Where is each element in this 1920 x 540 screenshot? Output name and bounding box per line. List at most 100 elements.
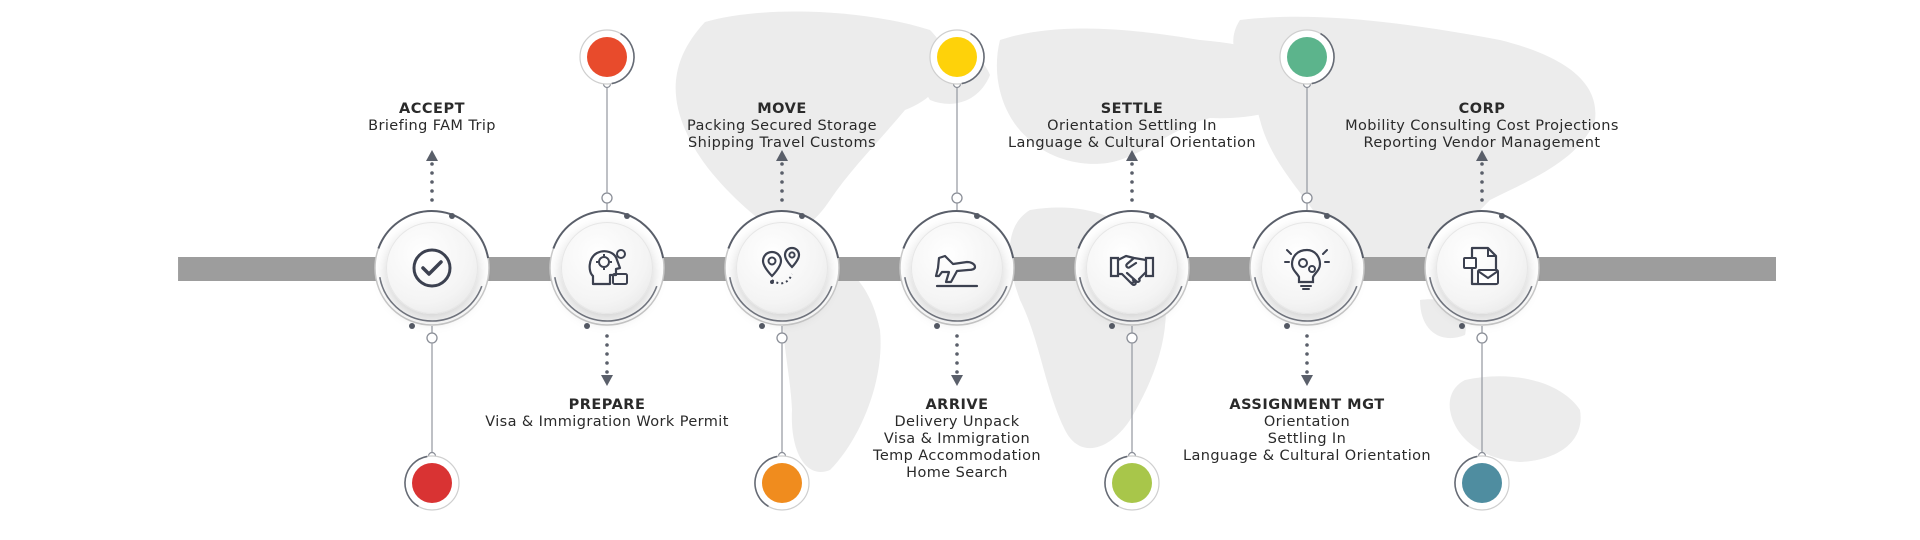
connector-node xyxy=(601,192,613,204)
stage-node-move xyxy=(736,222,828,314)
node-ring-arc xyxy=(1429,277,1533,322)
node-ring-arc xyxy=(554,277,658,322)
node-ring-arc xyxy=(1254,277,1358,322)
stage-node-prepare xyxy=(561,222,653,314)
arrow-dot xyxy=(1480,198,1484,202)
arrow-dot xyxy=(1130,198,1134,202)
arrow-dot xyxy=(955,370,959,374)
arrow-dot xyxy=(430,198,434,202)
arrow-dot xyxy=(1130,171,1134,175)
node-ring-arc xyxy=(904,277,1008,322)
arrow-dot xyxy=(605,343,609,347)
arrow-dot xyxy=(955,343,959,347)
colored-dot xyxy=(1462,463,1502,503)
colored-dot xyxy=(762,463,802,503)
connector-node xyxy=(951,192,963,204)
stage-node-corp xyxy=(1436,222,1528,314)
node-ring-arc xyxy=(902,210,1015,259)
ring-marker xyxy=(934,323,940,329)
arrow-dot xyxy=(605,334,609,338)
connector-node xyxy=(1126,332,1138,344)
dot-halo-arc xyxy=(754,455,778,508)
lightbulb-gears-icon xyxy=(1284,248,1330,290)
stage-node-settle xyxy=(1086,222,1178,314)
arrow-dot xyxy=(1480,180,1484,184)
arrow-dot xyxy=(1480,171,1484,175)
stage-node-assignment-mgt xyxy=(1261,222,1353,314)
stage-title: ASSIGNMENT MGT xyxy=(1229,397,1385,413)
arrow-dot xyxy=(430,171,434,175)
arrow-dot xyxy=(430,180,434,184)
node-ring-arc xyxy=(1079,277,1183,322)
ring-marker xyxy=(1459,323,1465,329)
arrow-dot xyxy=(1305,361,1309,365)
arrow-dot xyxy=(1130,162,1134,166)
arrow-dot xyxy=(430,162,434,166)
arrow-head xyxy=(1301,375,1313,386)
arrow-dot xyxy=(780,189,784,193)
stage-node-arrive xyxy=(911,222,1003,314)
stage-description: Visa & Immigration Work Permit xyxy=(485,414,729,430)
stage-title: ACCEPT xyxy=(399,101,465,117)
documents-icon xyxy=(1463,246,1499,286)
arrow-dot xyxy=(780,171,784,175)
node-ring-arc xyxy=(729,277,833,322)
arrow-dot xyxy=(1480,189,1484,193)
stage-title: CORP xyxy=(1458,101,1506,117)
ring-marker xyxy=(799,213,805,219)
node-ring-arc xyxy=(727,210,840,259)
stage-description: Packing Secured Storage Shipping Travel … xyxy=(687,118,877,151)
dot-halo-arc xyxy=(1454,455,1478,508)
node-ring-arc xyxy=(1427,210,1540,259)
ring-marker xyxy=(1109,323,1115,329)
arrow-dot xyxy=(1305,334,1309,338)
stage-description: Delivery Unpack Visa & Immigration Temp … xyxy=(873,414,1041,481)
ring-marker xyxy=(759,323,765,329)
arrow-dot xyxy=(780,162,784,166)
arrow-dot xyxy=(430,189,434,193)
dot-halo-arc xyxy=(404,455,428,508)
node-ring-arc xyxy=(379,277,483,322)
arrow-head xyxy=(776,150,788,161)
node-ring-arc xyxy=(1252,210,1365,259)
ring-marker xyxy=(974,213,980,219)
arrow-dot xyxy=(1130,180,1134,184)
stage-description: Orientation Settling In Language & Cultu… xyxy=(1182,414,1432,464)
arrow-dot xyxy=(605,370,609,374)
stage-description: Briefing FAM Trip xyxy=(368,118,496,134)
arrow-dot xyxy=(605,352,609,356)
map-pins-route-icon xyxy=(761,246,801,285)
colored-dot xyxy=(1287,37,1327,77)
arrow-dot xyxy=(605,361,609,365)
stage-title: PREPARE xyxy=(568,397,646,413)
colored-dot xyxy=(412,463,452,503)
dot-halo-arc xyxy=(961,32,985,85)
arrow-dot xyxy=(1305,370,1309,374)
connector-node xyxy=(776,332,788,344)
dot-halo-arc xyxy=(1104,455,1128,508)
connector-node xyxy=(1301,192,1313,204)
stage-title: SETTLE xyxy=(1100,101,1164,117)
ring-marker xyxy=(584,323,590,329)
connector-node xyxy=(1476,332,1488,344)
arrow-head xyxy=(1126,150,1138,161)
arrow-head xyxy=(426,150,438,161)
stage-title: ARRIVE xyxy=(925,397,989,413)
ring-marker xyxy=(1499,213,1505,219)
handshake-icon xyxy=(1109,254,1155,286)
stage-description: Orientation Settling In Language & Cultu… xyxy=(1007,118,1257,151)
arrow-dot xyxy=(780,180,784,184)
dot-halo-arc xyxy=(611,32,635,85)
head-gear-icon xyxy=(588,249,628,286)
dot-halo-arc xyxy=(1311,32,1335,85)
arrow-dot xyxy=(1480,162,1484,166)
colored-dot xyxy=(1112,463,1152,503)
colored-dot xyxy=(587,37,627,77)
ring-marker xyxy=(409,323,415,329)
stage-node-accept xyxy=(386,222,478,314)
